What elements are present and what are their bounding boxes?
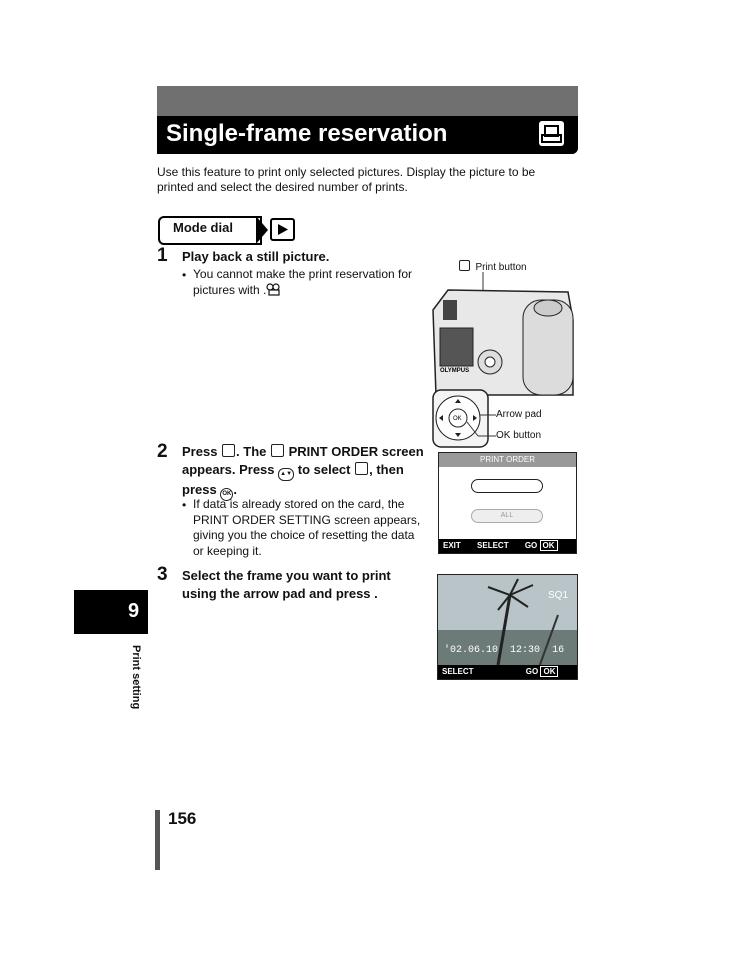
- playback-icon: [270, 218, 295, 241]
- step-1-bullet: You cannot make the print reservation fo…: [193, 267, 413, 297]
- page-number-bar: [155, 810, 160, 870]
- footer-go: GO: [524, 541, 538, 550]
- svg-text:OLYMPUS: OLYMPUS: [440, 368, 469, 374]
- footer-select: SELECT: [477, 541, 509, 550]
- time-text: 12:30: [510, 645, 541, 656]
- step-2-text-a: Press: [182, 444, 222, 459]
- title-bar: [157, 116, 578, 154]
- chapter-side-label: Print setting: [130, 645, 142, 710]
- print-icon: [222, 444, 236, 457]
- page-title: Single-frame reservation: [166, 120, 448, 147]
- chapter-tab: [74, 590, 148, 634]
- chapter-number: 9: [128, 600, 140, 622]
- single-frame-option: [471, 479, 543, 493]
- step-2-text-c: PRINT ORDER screen appears. Press: [182, 444, 424, 477]
- step-3-heading: Select the frame you want to print using…: [182, 568, 391, 601]
- step-1-heading: Play back a still picture.: [182, 249, 330, 264]
- footer-go: GO: [525, 667, 539, 676]
- all-frames-option: ALL: [471, 509, 543, 523]
- footer-select: SELECT: [442, 667, 474, 676]
- screen-title: PRINT ORDER: [439, 453, 576, 467]
- movie-icon: [266, 283, 282, 301]
- step-2-bullet: If data is already stored on the card, t…: [193, 497, 421, 558]
- date-stamp: '02.06.10 12:30 16: [444, 645, 564, 656]
- footer-ok: OK: [539, 540, 558, 551]
- print-icon: [459, 260, 470, 271]
- playback-screen: SQ1 '02.06.10 12:30 16 SELECT GO OK: [437, 574, 578, 680]
- step-2-number: 2: [157, 441, 168, 462]
- print-order-screen: PRINT ORDER ALL EXIT SELECT GO OK: [438, 452, 577, 554]
- ok-button-label: OK button: [496, 430, 542, 441]
- ok-icon: OK: [220, 488, 234, 501]
- print-icon: [355, 462, 369, 475]
- step-3-number: 3: [157, 564, 168, 585]
- intro-text: Use this feature to print only selected …: [157, 165, 536, 194]
- step-1-number: 1: [157, 245, 168, 266]
- arrow-pad-label: Arrow pad: [496, 409, 542, 420]
- print-button-callout: Print button: [458, 257, 527, 275]
- camera-illustration: OLYMPUS OK: [432, 272, 574, 448]
- step-2-text-e: , then press: [182, 462, 404, 497]
- print-icon: [271, 444, 284, 457]
- header-gray-band: [157, 86, 578, 116]
- svg-text:OK: OK: [453, 416, 462, 422]
- print-button-label: Print button: [475, 262, 527, 273]
- mode-dial-label: Mode dial: [173, 220, 233, 235]
- frame-info: SQ1: [548, 590, 569, 601]
- step-2-text-d: to select: [294, 462, 355, 477]
- date-text: '02.06.10: [444, 645, 499, 656]
- step-2-text-f: .: [233, 482, 237, 497]
- up-down-arrow-icon: ▲▼: [278, 468, 295, 481]
- step-2-bullet-mark: •: [182, 498, 187, 512]
- step-2-text-b: . The: [236, 444, 270, 459]
- frame-number: 16: [552, 645, 565, 656]
- screen-footer: EXIT SELECT GO OK: [439, 539, 576, 553]
- print-icon: [539, 121, 564, 146]
- mode-dial-arrow: [256, 216, 268, 244]
- footer-exit: EXIT: [443, 541, 461, 550]
- page-number: 156: [168, 809, 197, 828]
- screen-footer: SELECT GO OK: [438, 665, 577, 679]
- step-1-bullet-mark: •: [182, 268, 187, 282]
- footer-ok: OK: [540, 666, 559, 677]
- step-2-heading: Press . The PRINT ORDER screen appears. …: [182, 443, 427, 501]
